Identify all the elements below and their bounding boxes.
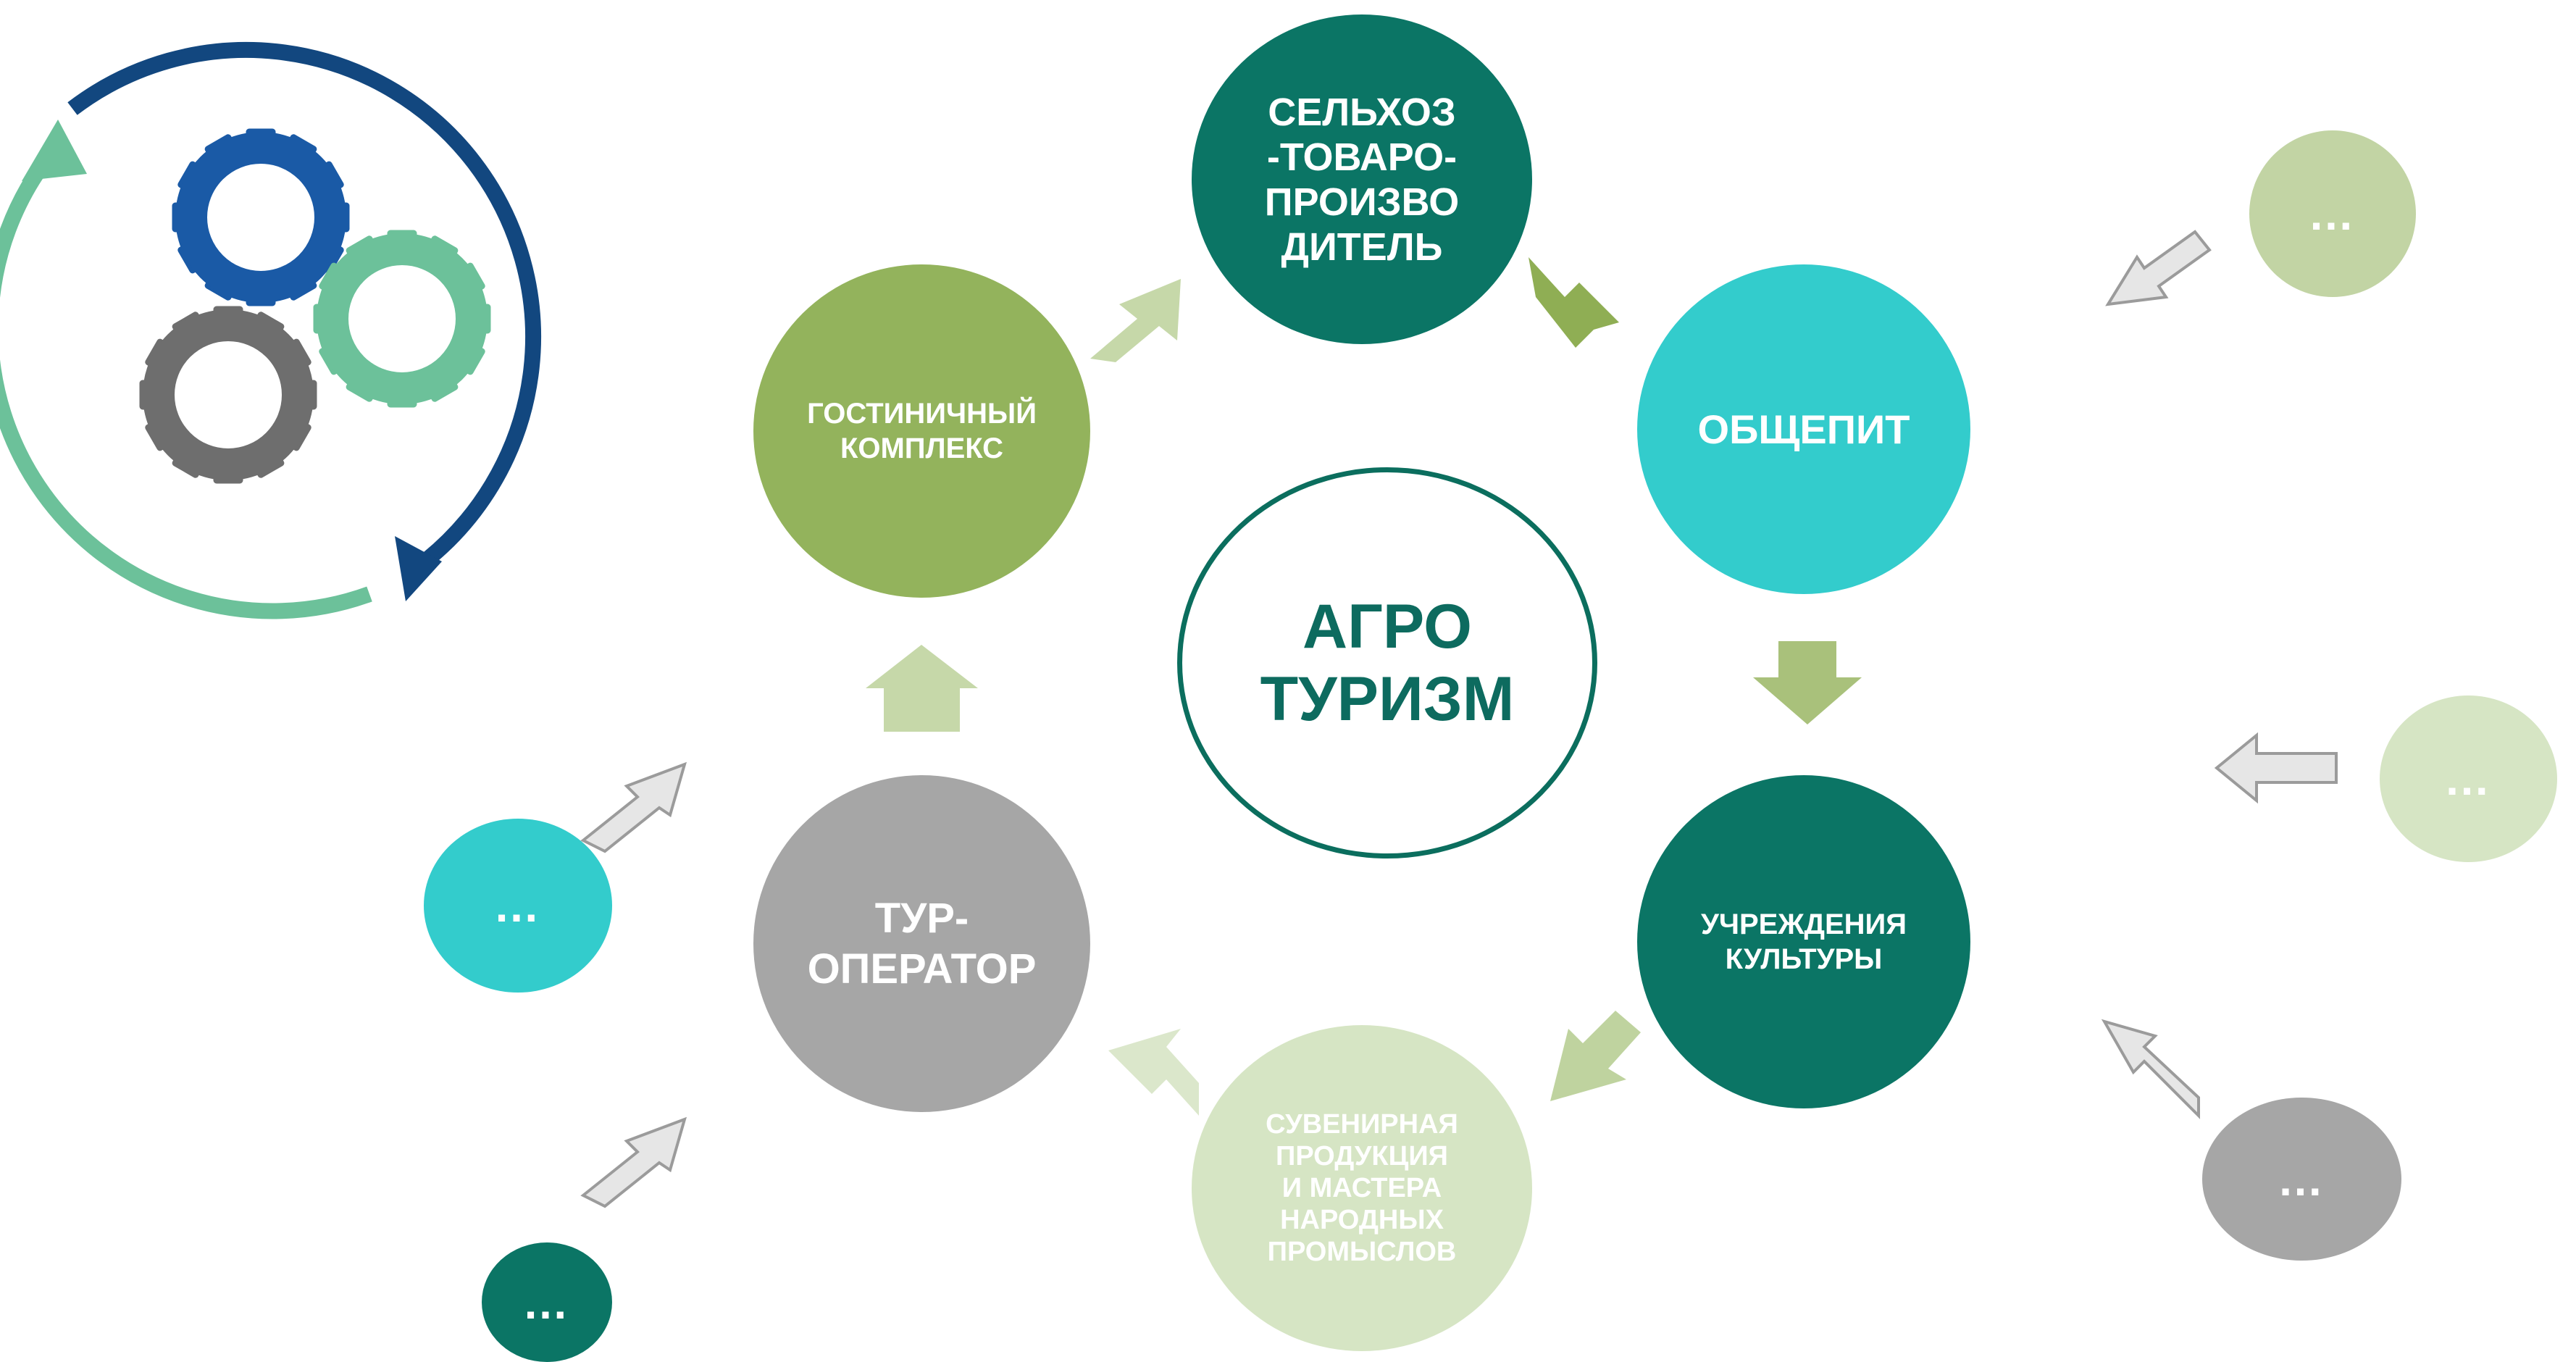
gears-cycle-icon bbox=[0, 42, 541, 619]
node-hotel: ГОСТИНИЧНЫЙ КОМПЛЕКС bbox=[753, 264, 1090, 598]
arrow-producer-to-catering bbox=[1529, 257, 1619, 348]
arrow-bottom-right-satellite bbox=[2101, 1019, 2200, 1119]
node-catering-label: ОБЩЕПИТ bbox=[1697, 406, 1910, 452]
node-producer: СЕЛЬХОЗ -ТОВАРО- ПРОИЗВО ДИТЕЛЬ bbox=[1192, 14, 1532, 344]
arrow-bottom-left-satellite bbox=[580, 1116, 687, 1208]
arrow-catering-to-culture bbox=[1753, 641, 1862, 724]
satellite-mid-right: … bbox=[2380, 695, 2557, 862]
arrow-top-right-satellite bbox=[2105, 230, 2212, 306]
satellite-bottom-left: … bbox=[482, 1242, 612, 1362]
center-circle-agrotourism: АГРО ТУРИЗМ bbox=[1177, 467, 1597, 858]
arrow-left-teal-satellite bbox=[580, 761, 687, 853]
node-souvenirs: СУВЕНИРНАЯ ПРОДУКЦИЯ И МАСТЕРА НАРОДНЫХ … bbox=[1192, 1025, 1532, 1351]
satellite-bottom-right-label: … bbox=[2277, 1153, 2327, 1206]
node-producer-label: СЕЛЬХОЗ -ТОВАРО- ПРОИЗВО ДИТЕЛЬ bbox=[1264, 90, 1460, 269]
satellite-mid-right-label: … bbox=[2443, 753, 2493, 805]
satellite-left-teal: … bbox=[424, 819, 612, 993]
node-culture-label: УЧРЕЖДЕНИЯ КУЛЬТУРЫ bbox=[1700, 908, 1907, 975]
arrow-souvenirs-to-touroperator bbox=[1108, 1029, 1199, 1116]
arrow-mid-right-satellite bbox=[2214, 732, 2338, 804]
node-hotel-label: ГОСТИНИЧНЫЙ КОМПЛЕКС bbox=[807, 398, 1037, 464]
node-souvenirs-label: СУВЕНИРНАЯ ПРОДУКЦИЯ И МАСТЕРА НАРОДНЫХ … bbox=[1266, 1109, 1458, 1267]
arrow-culture-to-souvenirs bbox=[1550, 1011, 1641, 1101]
satellite-bottom-left-label: … bbox=[522, 1276, 572, 1329]
center-label: АГРО ТУРИЗМ bbox=[1260, 592, 1515, 734]
node-touroperator: ТУР- ОПЕРАТОР bbox=[753, 775, 1090, 1112]
node-catering: ОБЩЕПИТ bbox=[1637, 264, 1970, 594]
node-touroperator-label: ТУР- ОПЕРАТОР bbox=[807, 894, 1037, 993]
satellite-top-right: … bbox=[2249, 130, 2416, 297]
satellite-top-right-label: … bbox=[2308, 188, 2357, 240]
arrow-hotel-to-producer bbox=[1090, 279, 1181, 362]
satellite-left-teal-label: … bbox=[493, 880, 543, 932]
node-culture: УЧРЕЖДЕНИЯ КУЛЬТУРЫ bbox=[1637, 775, 1970, 1108]
arrow-touroperator-to-hotel bbox=[866, 645, 978, 732]
satellite-bottom-right: … bbox=[2202, 1098, 2401, 1261]
